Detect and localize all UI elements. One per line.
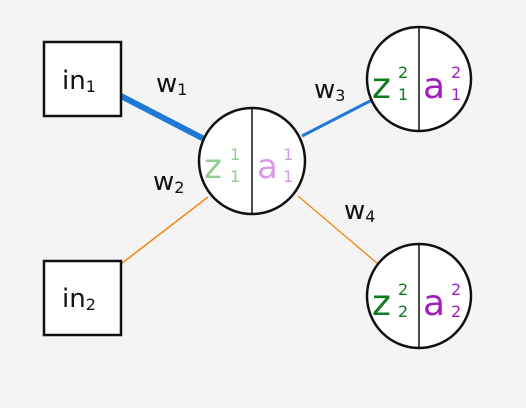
output-2-z-subscript: 2	[398, 302, 408, 321]
output-1-a-label: a	[423, 66, 445, 107]
edge-in2-hidden	[120, 196, 209, 265]
input-node-1: in1	[42, 40, 123, 118]
input-1-label: in	[62, 66, 86, 96]
output-1-a-subscript: 1	[451, 85, 461, 104]
input-1-subscript: 1	[86, 77, 96, 96]
weight-label-1: w1	[156, 69, 187, 99]
hidden-a-superscript: 1	[283, 145, 293, 164]
output-1-a-superscript: 2	[451, 63, 461, 82]
hidden-z-superscript: 1	[230, 145, 240, 164]
edge-hidden-out2	[297, 195, 379, 265]
output-2-z-label: z	[372, 283, 391, 324]
hidden-z-subscript: 1	[230, 167, 240, 186]
hidden-z-label: z	[204, 147, 222, 187]
input-2-subscript: 2	[86, 295, 96, 314]
edge-in1-hidden	[118, 93, 211, 144]
input-2-label: in	[62, 284, 86, 314]
edge-hidden-out1	[301, 98, 373, 138]
output-1-z-subscript: 1	[398, 85, 408, 104]
output-2-z-superscript: 2	[398, 280, 408, 299]
output-2-a-superscript: 2	[451, 280, 461, 299]
svg-text:in2: in2	[62, 284, 96, 314]
hidden-a-label: a	[257, 147, 278, 187]
output-1-z-label: z	[372, 66, 391, 107]
svg-text:in1: in1	[62, 66, 96, 96]
output-1-z-superscript: 2	[398, 63, 408, 82]
weight-label-3: w3	[314, 75, 345, 105]
hidden-neuron: z 1 1 a 1 1	[197, 106, 307, 216]
input-node-2: in2	[42, 259, 123, 337]
output-2-a-label: a	[423, 283, 445, 324]
output-neuron-1: z 2 1 a 2 1	[365, 25, 473, 133]
hidden-a-subscript: 1	[283, 167, 293, 186]
weight-label-4: w4	[344, 196, 375, 226]
output-2-a-subscript: 2	[451, 302, 461, 321]
output-neuron-2: z 2 2 a 2 2	[365, 242, 473, 350]
weight-label-2: w2	[153, 167, 184, 197]
